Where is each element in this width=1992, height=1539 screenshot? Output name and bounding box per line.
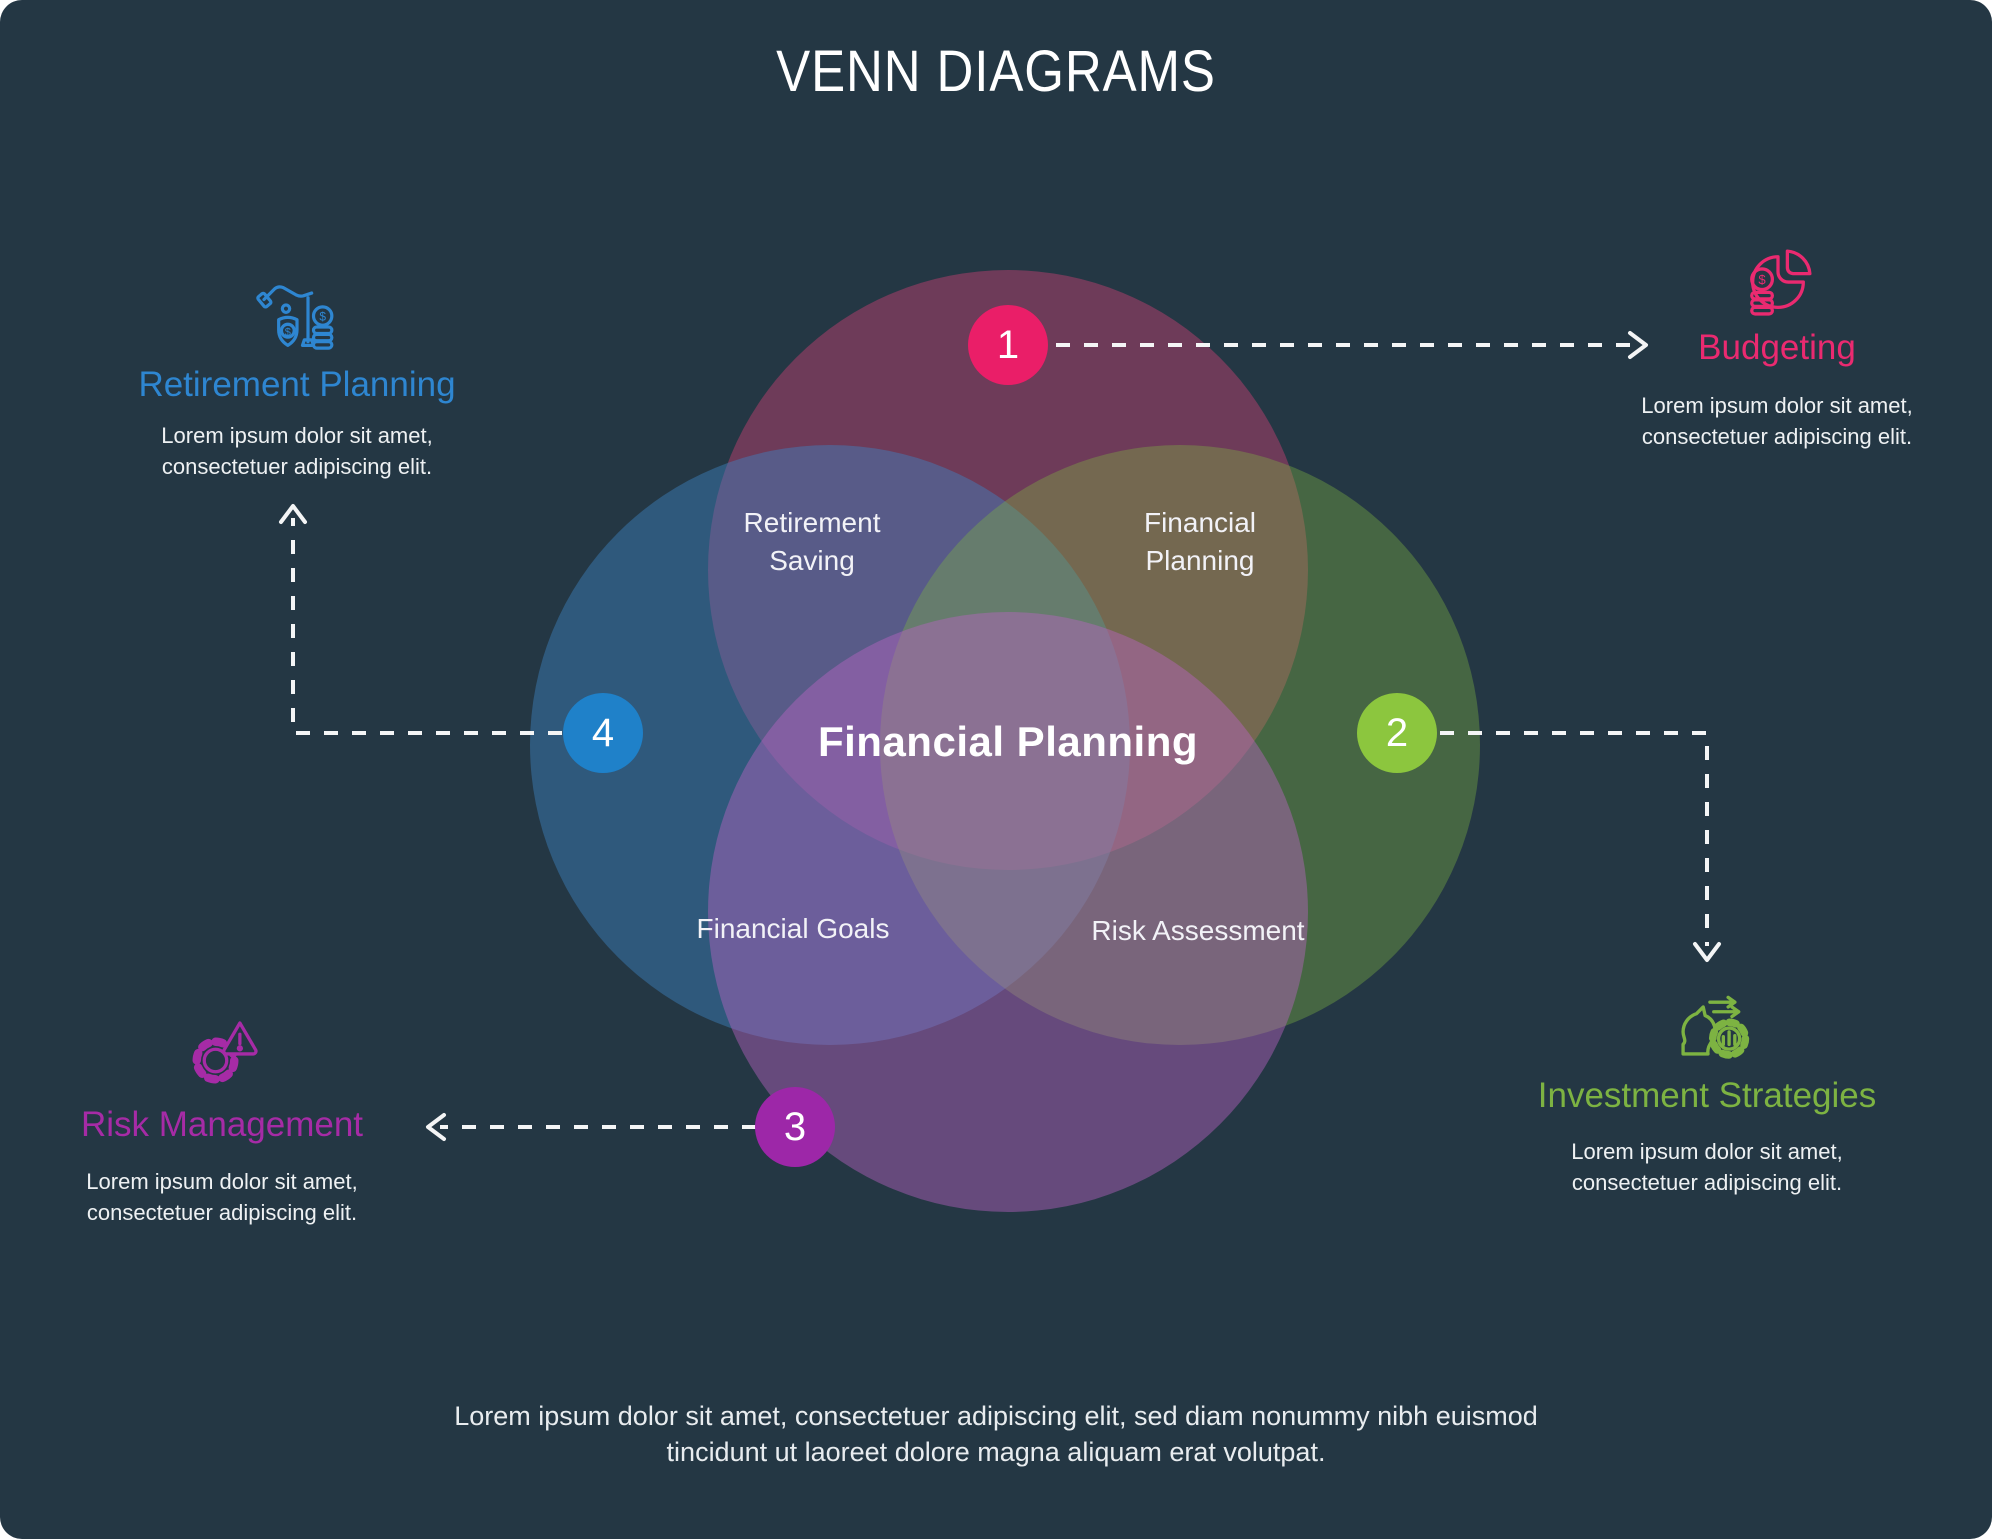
badge-2: 2: [1357, 693, 1437, 773]
footer-text: Lorem ipsum dolor sit amet, consectetuer…: [454, 1401, 1538, 1467]
pie-chart-coins-icon: $: [1733, 238, 1823, 328]
overlap-label-risk-assessment: Risk Assessment: [1091, 915, 1305, 946]
svg-text:$: $: [319, 310, 326, 324]
overlap-label-retirement-saving: Retirement Saving: [743, 507, 881, 576]
chess-knight-gear-icon: [1662, 983, 1754, 1075]
page-title: VENN DIAGRAMS: [776, 39, 1216, 104]
section-title-investment-strategies: Investment Strategies: [1537, 1076, 1877, 1115]
section-title-risk-management: Risk Management: [80, 1105, 364, 1144]
section-title-budgeting: Budgeting: [1698, 328, 1856, 367]
badge-1: 1: [968, 305, 1048, 385]
gear-warning-icon: [178, 1008, 268, 1098]
section-desc-budgeting: Lorem ipsum dolor sit amet, consectetuer…: [1641, 393, 1913, 449]
venn-center-label: Financial Planning: [817, 718, 1199, 765]
svg-text:$: $: [1758, 272, 1766, 287]
overlap-label-financial-planning: Financial Planning: [1143, 507, 1257, 576]
section-desc-investment-strategies: Lorem ipsum dolor sit amet, consectetuer…: [1571, 1139, 1843, 1195]
section-desc-risk-management: Lorem ipsum dolor sit amet, consectetuer…: [86, 1169, 358, 1225]
hand-savings-shield-icon: $ $: [253, 272, 341, 360]
svg-text:$: $: [285, 326, 291, 338]
badge-3: 3: [755, 1087, 835, 1167]
overlap-label-financial-goals: Financial Goals: [696, 913, 890, 944]
section-title-retirement-planning: Retirement Planning: [138, 365, 456, 404]
badge-4: 4: [563, 693, 643, 773]
section-desc-retirement-planning: Lorem ipsum dolor sit amet, consectetuer…: [161, 423, 433, 479]
